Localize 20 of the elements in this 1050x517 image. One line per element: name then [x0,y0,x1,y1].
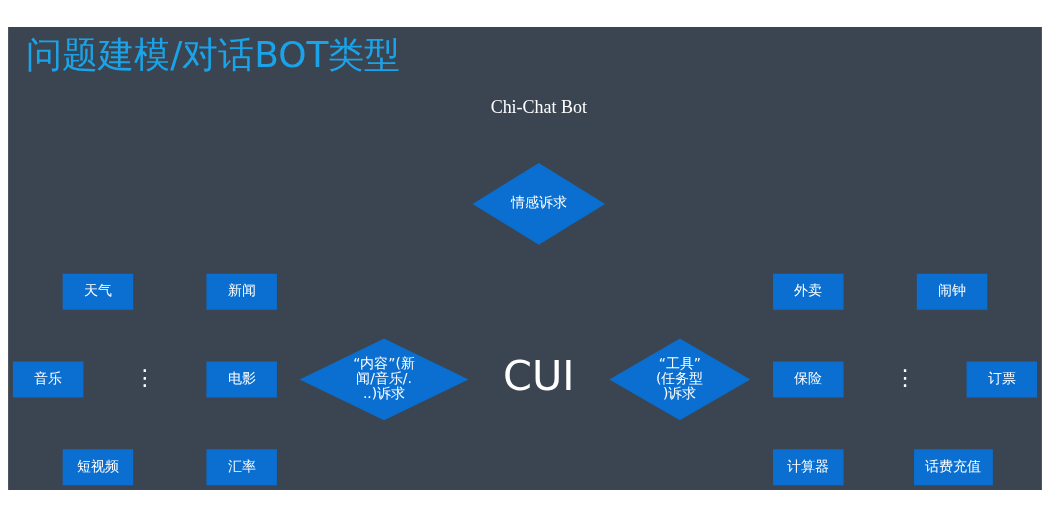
label: ⋮ [133,363,156,390]
node-box: 音乐 [12,361,84,398]
node-diamond: 情感诉求 [472,163,606,245]
label: ⋮ [894,363,917,390]
node-box: 汇率 [206,449,277,486]
node-box: 短视频 [62,449,134,486]
node-box: 电影 [206,361,277,398]
node-box: 话费充值 [914,449,993,486]
node-box: 保险 [773,361,844,398]
node-box: 闹钟 [916,273,988,310]
node-box: 订票 [966,361,1038,398]
node-diamond: “内容”(新闻/音乐/...)诉求 [299,338,469,421]
node-box: 外卖 [773,273,844,310]
node-diamond: “工具”(任务型)诉求 [609,338,751,421]
label: CUI [503,351,575,400]
label: Chi-Chat Bot [490,97,587,118]
node-box: 新闻 [206,273,277,310]
node-box: 计算器 [773,449,844,486]
diagram-title: 问题建模/对话BOT类型 [26,33,401,75]
node-box: 天气 [62,273,134,310]
